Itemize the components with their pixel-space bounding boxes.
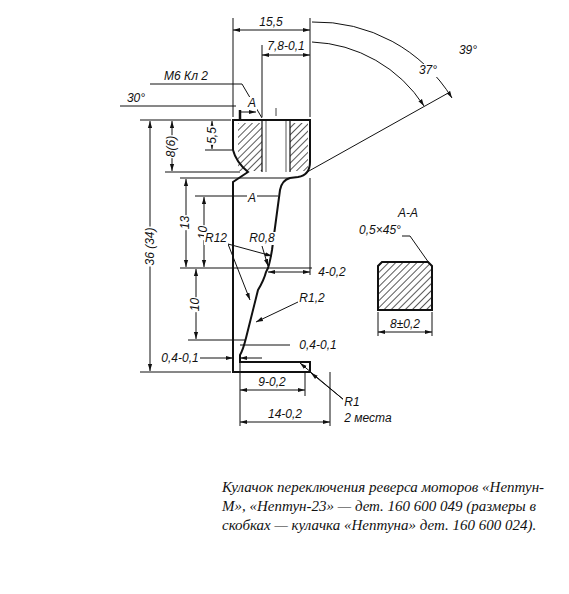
dimension-label: 0,4-0,1 xyxy=(160,352,199,365)
dimension-label: 0,4-0,1 xyxy=(298,339,337,352)
dimension-label: А xyxy=(247,97,257,110)
dimension-label: 0,5×45° xyxy=(358,224,402,237)
dimension-label: R1 xyxy=(343,396,360,409)
dimension-label: 37° xyxy=(418,64,438,77)
section-square xyxy=(378,262,432,310)
dimension-label: 10 xyxy=(189,296,202,311)
dimension-label: R0,8 xyxy=(248,232,275,245)
dimension-label: 7,8-0,1 xyxy=(266,40,305,53)
dimension-label: 8(6) xyxy=(166,134,179,157)
dimension-label: А xyxy=(247,192,257,205)
cam-outline xyxy=(233,120,310,372)
dimension-label: 5,5 xyxy=(206,126,219,145)
dimension-label: 2 места xyxy=(343,412,392,425)
dimension-label: 9-0,2 xyxy=(257,376,286,389)
dimension-label: А-А xyxy=(397,207,419,220)
dimension-label: 30° xyxy=(126,92,146,105)
dimension-label: М6 Кл 2 xyxy=(163,70,209,83)
dimension-label: 14-0,2 xyxy=(267,408,303,421)
dimension-label: 39° xyxy=(458,44,478,57)
dimension-label: 4-0,2 xyxy=(317,266,346,279)
dimension-label: 8±0,2 xyxy=(389,318,421,331)
dimension-label: R1,2 xyxy=(298,292,325,305)
dimension-label: 13 xyxy=(179,214,192,229)
figure-caption: Кулачок переключения реверса моторов «Не… xyxy=(222,478,562,535)
dimension-label: R12 xyxy=(204,232,228,245)
dimension-label: 36 (34) xyxy=(144,226,157,266)
dimension-label: 15,5 xyxy=(258,16,283,29)
